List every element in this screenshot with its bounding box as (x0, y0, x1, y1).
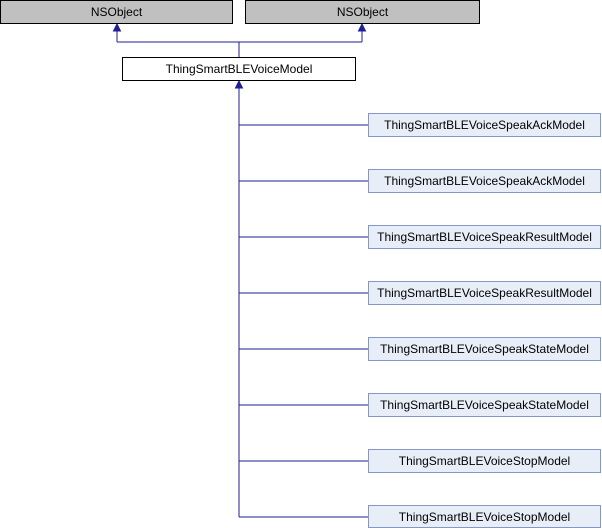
base-node-right-label: NSObject (337, 5, 389, 19)
derived-node-label: ThingSmartBLEVoiceSpeakResultModel (377, 286, 592, 300)
arrowhead-icon (357, 22, 367, 32)
derived-node[interactable]: ThingSmartBLEVoiceSpeakStateModel (368, 337, 601, 361)
main-class-node[interactable]: ThingSmartBLEVoiceModel (122, 57, 356, 81)
arrowheads (112, 22, 367, 89)
base-node-left[interactable]: NSObject (0, 0, 233, 24)
derived-node-label: ThingSmartBLEVoiceSpeakAckModel (384, 174, 585, 188)
base-node-left-label: NSObject (91, 5, 143, 19)
derived-node[interactable]: ThingSmartBLEVoiceStopModel (368, 449, 601, 473)
derived-node-label: ThingSmartBLEVoiceSpeakAckModel (384, 118, 585, 132)
derived-node[interactable]: ThingSmartBLEVoiceSpeakStateModel (368, 393, 601, 417)
derived-node-label: ThingSmartBLEVoiceSpeakStateModel (380, 342, 589, 356)
derived-node[interactable]: ThingSmartBLEVoiceStopModel (368, 505, 601, 528)
arrowhead-icon (234, 79, 244, 89)
derived-node[interactable]: ThingSmartBLEVoiceSpeakAckModel (368, 113, 601, 137)
derived-node-label: ThingSmartBLEVoiceSpeakResultModel (377, 230, 592, 244)
main-class-label: ThingSmartBLEVoiceModel (166, 62, 313, 76)
derived-node[interactable]: ThingSmartBLEVoiceSpeakResultModel (368, 281, 601, 305)
base-node-right[interactable]: NSObject (245, 0, 480, 24)
derived-node-label: ThingSmartBLEVoiceStopModel (399, 454, 570, 468)
inheritance-edges (116, 30, 368, 518)
derived-node[interactable]: ThingSmartBLEVoiceSpeakAckModel (368, 169, 601, 193)
arrowhead-icon (112, 22, 122, 32)
derived-node-label: ThingSmartBLEVoiceStopModel (399, 510, 570, 524)
derived-node[interactable]: ThingSmartBLEVoiceSpeakResultModel (368, 225, 601, 249)
derived-node-label: ThingSmartBLEVoiceSpeakStateModel (380, 398, 589, 412)
